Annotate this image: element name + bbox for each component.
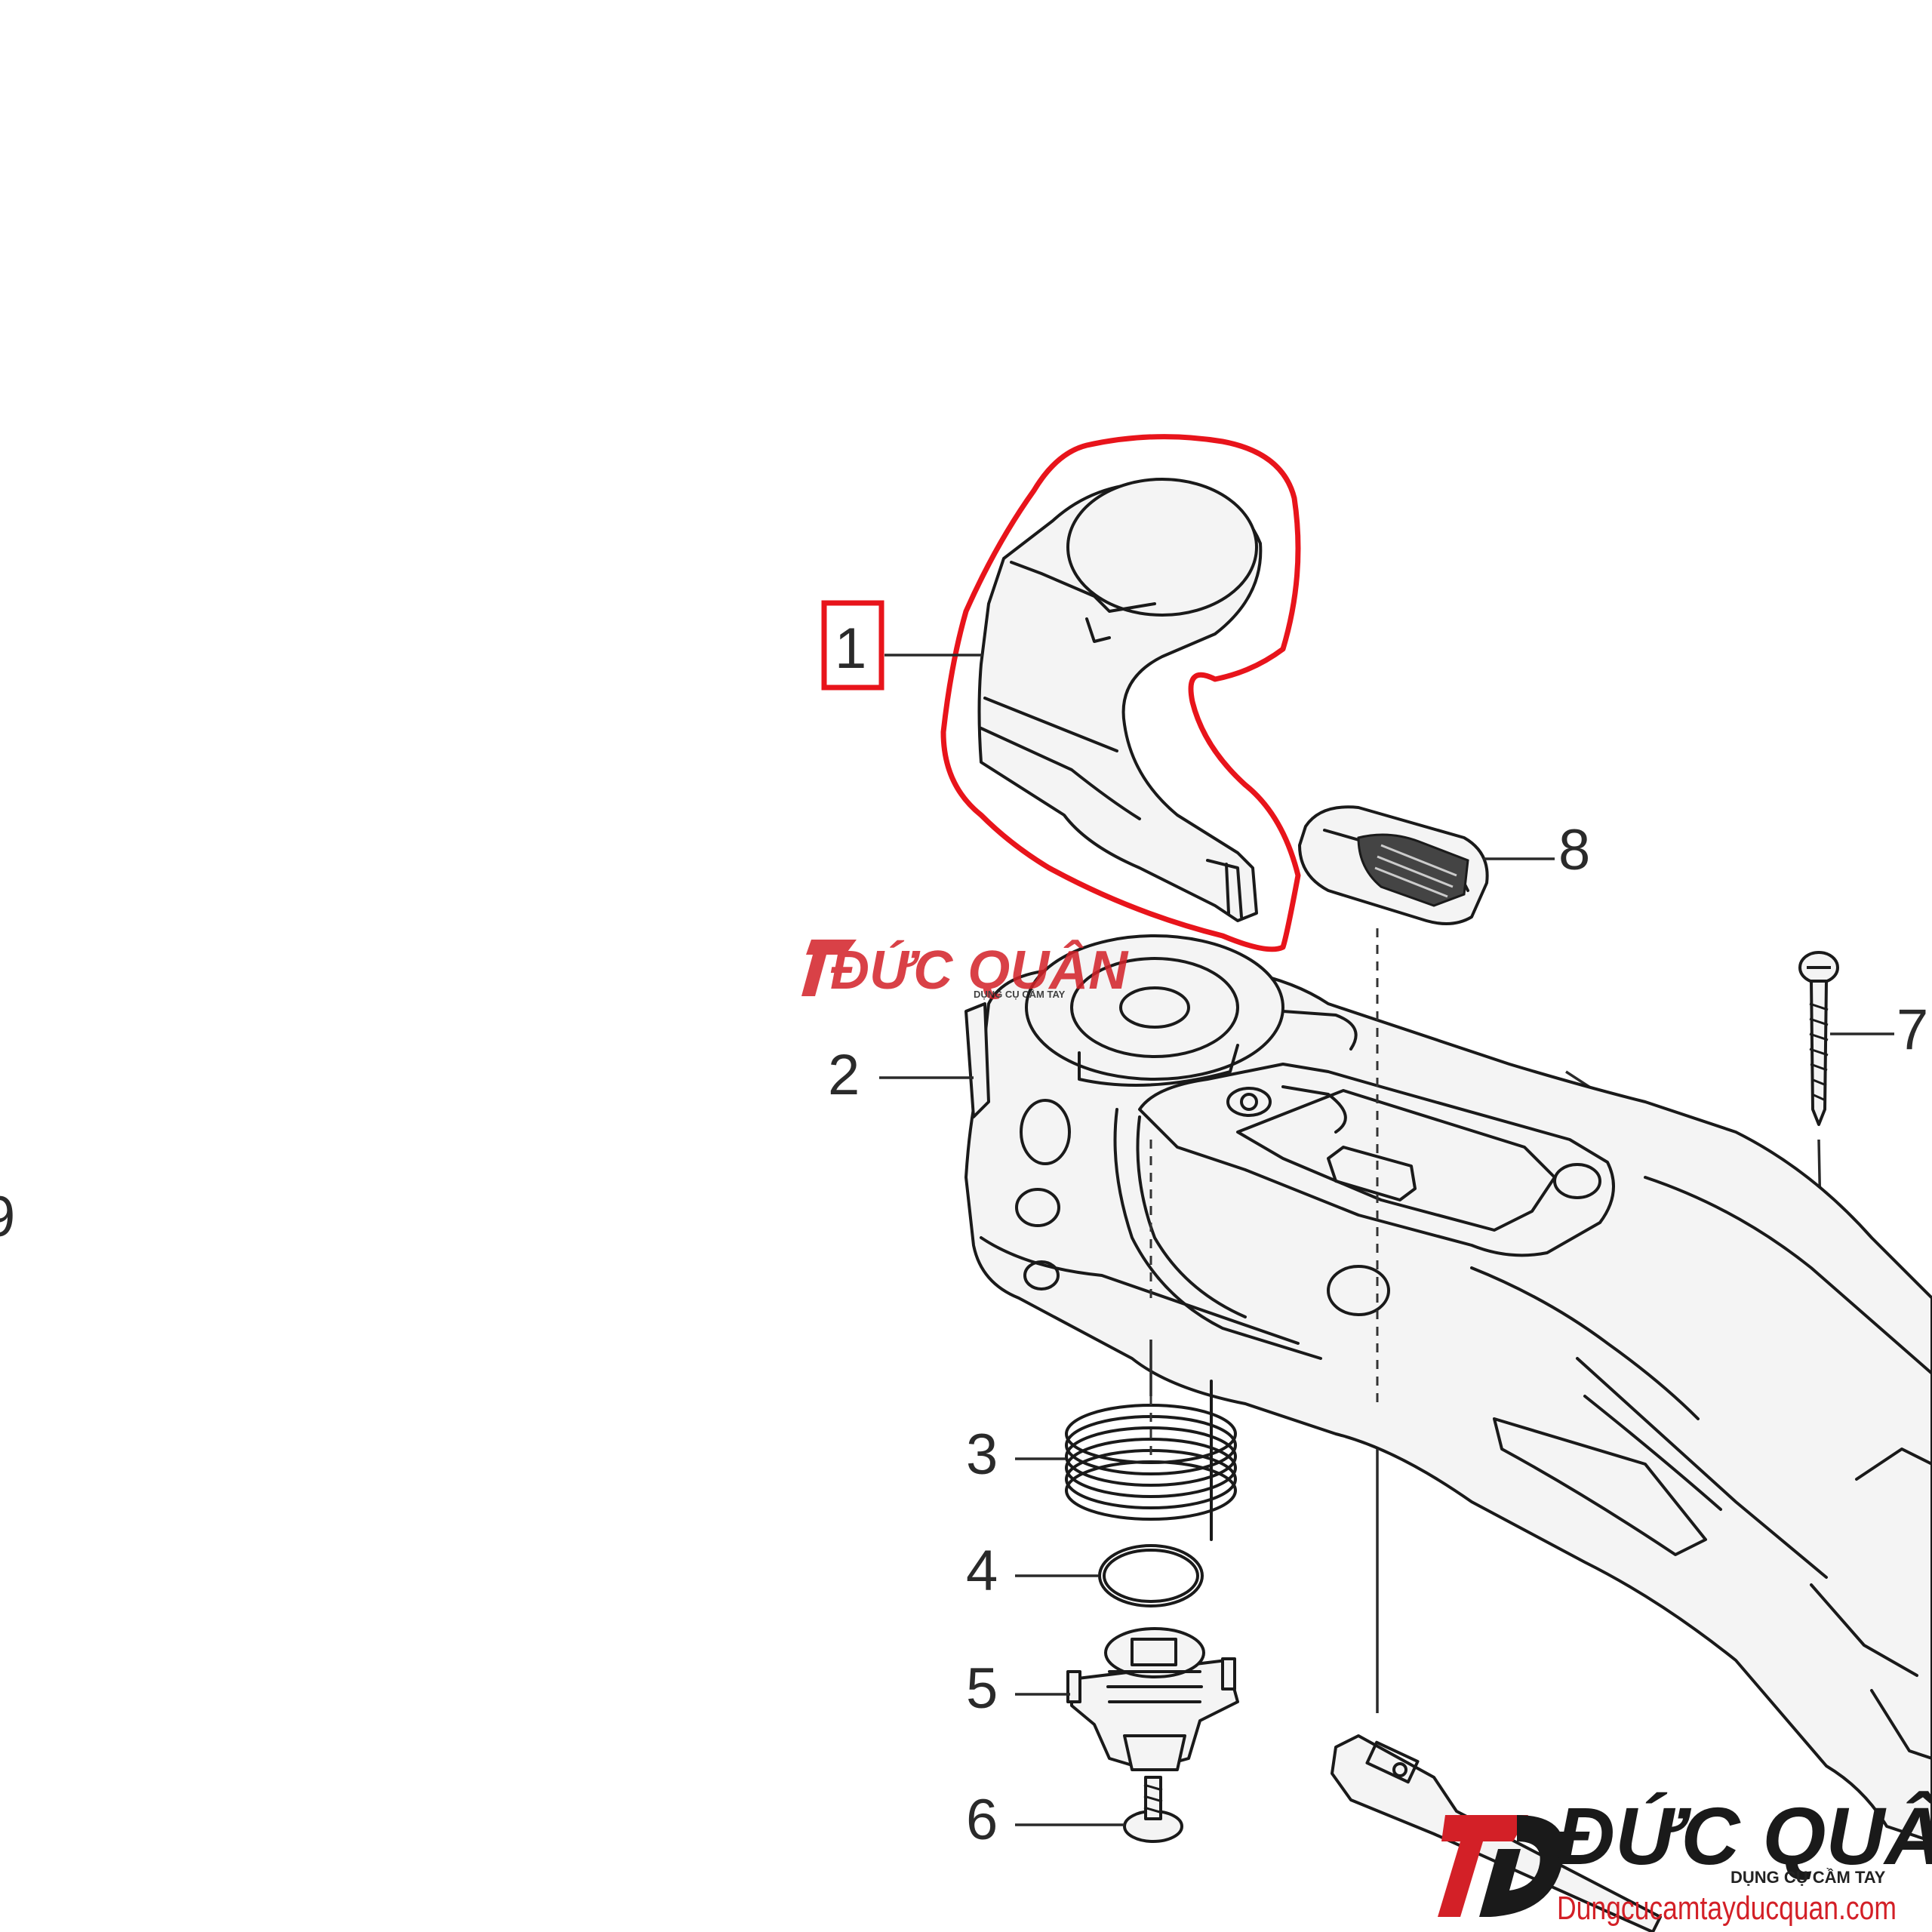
callout-4-label: 4 bbox=[966, 1539, 998, 1603]
callout-5: 5 bbox=[966, 1657, 1070, 1721]
callout-9: 9 bbox=[0, 1185, 15, 1249]
watermark-brand-text: ĐỨC QUÂN bbox=[1556, 1790, 1932, 1881]
part-1-highlight-outline bbox=[940, 434, 1301, 952]
callout-6-label: 6 bbox=[966, 1788, 998, 1852]
callout-3-label: 3 bbox=[966, 1423, 998, 1487]
callout-1-label: 1 bbox=[835, 617, 866, 681]
watermark-tagline: DỤNG CỤ CẦM TAY bbox=[1730, 1868, 1886, 1887]
callout-7-label: 7 bbox=[1897, 998, 1928, 1062]
callout-4: 4 bbox=[966, 1539, 1098, 1603]
part-5-holder bbox=[1066, 1627, 1239, 1771]
callout-8: 8 bbox=[1483, 818, 1590, 882]
callout-9-label: 9 bbox=[0, 1185, 15, 1249]
part-3-spring bbox=[1065, 1380, 1237, 1541]
watermark-large: ĐỨC QUÂN DỤNG CỤ CẦM TAY Dungcucamtayduc… bbox=[1438, 1790, 1932, 1927]
callout-6: 6 bbox=[966, 1788, 1124, 1852]
callout-5-label: 5 bbox=[966, 1657, 998, 1721]
callout-2: 2 bbox=[828, 1043, 974, 1107]
brand-logo-small-icon bbox=[801, 940, 857, 996]
part-2-housing bbox=[964, 934, 1932, 1843]
callout-1-highlight-box bbox=[821, 600, 884, 691]
part-8-switch-button bbox=[1298, 805, 1489, 925]
callout-7: 7 bbox=[1830, 998, 1928, 1062]
watermark-small: ĐỨC QUÂN DỤNG CỤ CẦM TAY bbox=[801, 940, 1129, 1001]
callout-3: 3 bbox=[966, 1423, 1066, 1487]
brand-logo-icon bbox=[1438, 1815, 1564, 1917]
callout-1: 1 bbox=[821, 600, 983, 691]
watermark-small-brand: ĐỨC QUÂN bbox=[830, 940, 1129, 1001]
watermark-small-tagline: DỤNG CỤ CẦM TAY bbox=[974, 989, 1066, 1000]
part-6-screw bbox=[1123, 1776, 1183, 1843]
part-1-cover bbox=[977, 478, 1263, 922]
callout-2-label: 2 bbox=[828, 1043, 860, 1107]
part-7-screw bbox=[1798, 951, 1839, 1126]
callout-8-label: 8 bbox=[1558, 818, 1590, 882]
watermark-website: Dungcucamtayducquan.com bbox=[1557, 1890, 1897, 1927]
part-4-o-ring bbox=[1098, 1544, 1204, 1607]
